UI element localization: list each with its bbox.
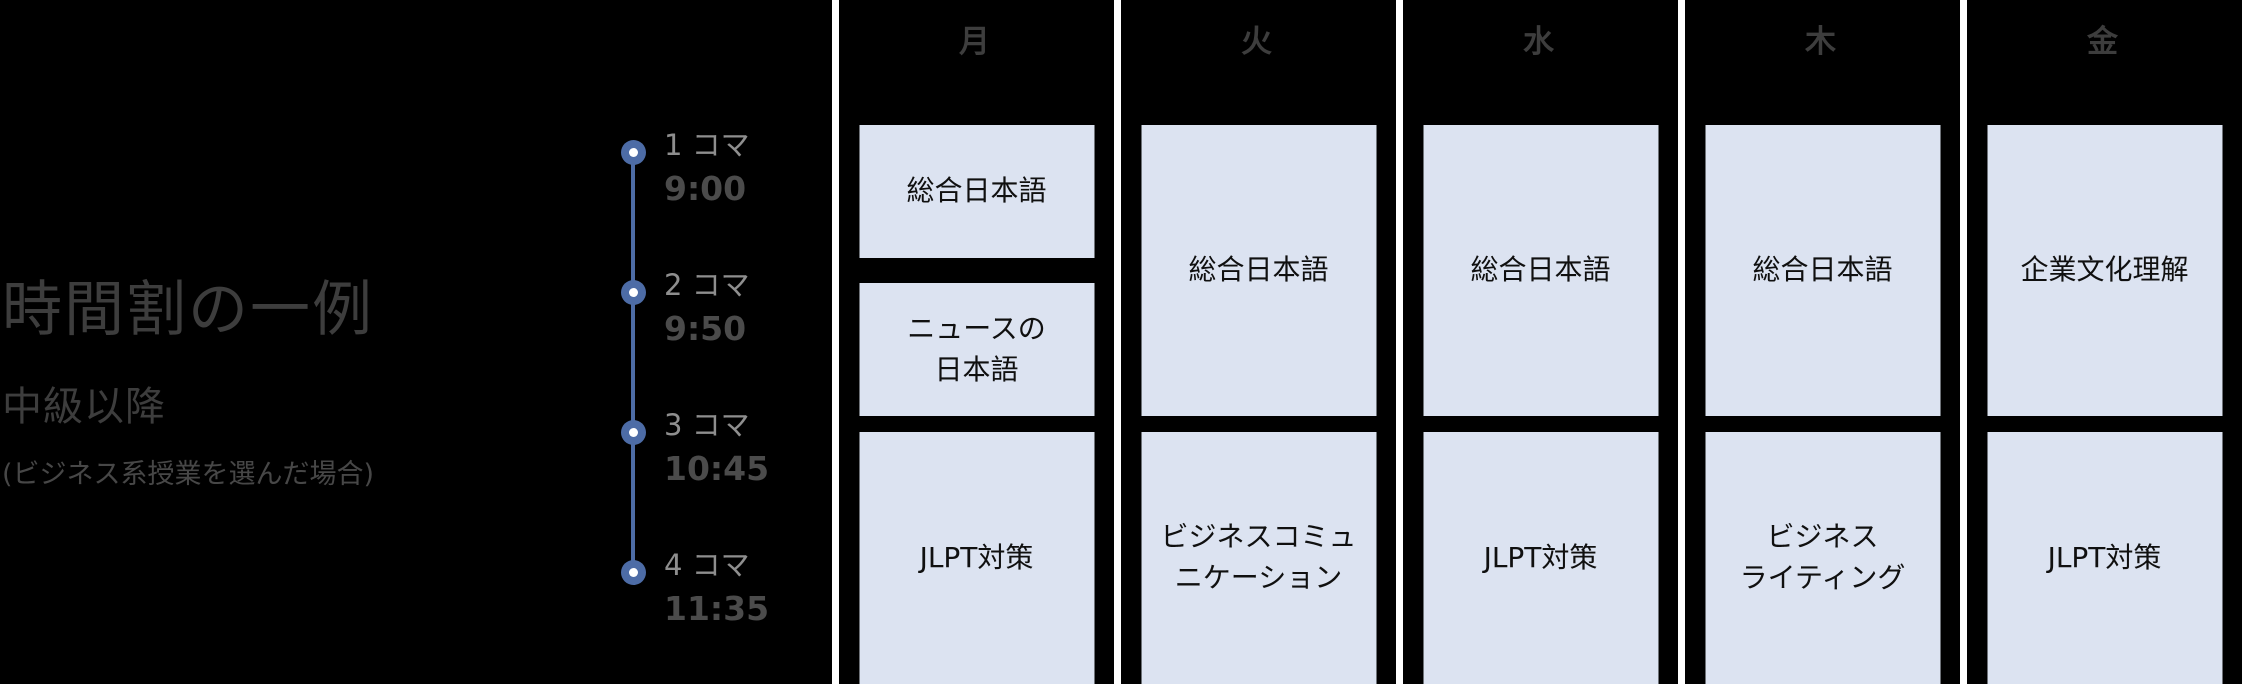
class-cell: JLPT対策 (1423, 432, 1658, 684)
page-note: (ビジネス系授業を選んだ場合) (2, 459, 375, 490)
period-time: 9:50 (664, 308, 747, 348)
page-title: 時間割の一例 (2, 275, 374, 345)
timeline-dot-core (629, 288, 638, 297)
timeline-dot-core (629, 568, 638, 577)
day-header-mon: 月 (959, 24, 994, 60)
day-column-tue: 火総合日本語ビジネスコミュ ニケーション (1114, 0, 1396, 684)
period-timeline: 1 コマ 9:00 2 コマ 9:50 3 コマ 10:45 4 コマ 11:35 (600, 0, 835, 684)
timeline-item: 2 コマ 9:50 (600, 268, 835, 347)
page-subtitle: 中級以降 (2, 384, 166, 430)
class-cell: 企業文化理解 (1987, 125, 2222, 416)
period-label: 4 コマ (664, 548, 750, 582)
period-time: 10:45 (664, 448, 770, 488)
class-cell: 総合日本語 (1705, 125, 1940, 416)
day-header-wed: 水 (1523, 24, 1558, 60)
class-cell: 総合日本語 (1141, 125, 1376, 416)
class-cell: JLPT対策 (1987, 432, 2222, 684)
timeline-dot-icon (621, 280, 646, 305)
period-label: 3 コマ (664, 408, 750, 442)
timeline-line (631, 154, 635, 574)
class-cell: 総合日本語 (1423, 125, 1658, 416)
timeline-dot-icon (621, 140, 646, 165)
timeline-dot-core (629, 428, 638, 437)
day-header-fri: 金 (2087, 24, 2122, 60)
day-header-thu: 木 (1805, 24, 1840, 60)
timeline-item: 4 コマ 11:35 (600, 548, 835, 627)
period-label: 1 コマ (664, 128, 750, 162)
day-header-tue: 火 (1241, 24, 1276, 60)
class-cell: ビジネスコミュ ニケーション (1141, 432, 1376, 684)
timeline-dot-icon (621, 560, 646, 585)
class-cell: JLPT対策 (859, 432, 1094, 684)
timeline-dot-icon (621, 420, 646, 445)
day-column-thu: 木総合日本語ビジネス ライティング (1678, 0, 1960, 684)
timeline-item: 1 コマ 9:00 (600, 128, 835, 207)
timeline-dot-core (629, 148, 638, 157)
class-cell: 総合日本語 (859, 125, 1094, 258)
class-cell: ニュースの 日本語 (859, 283, 1094, 416)
day-column-mon: 月総合日本語ニュースの 日本語 JLPT対策 (832, 0, 1114, 684)
timeline-item: 3 コマ 10:45 (600, 408, 835, 487)
period-time: 11:35 (664, 588, 770, 628)
period-time: 9:00 (664, 168, 747, 208)
period-label: 2 コマ (664, 268, 750, 302)
class-cell: ビジネス ライティング (1705, 432, 1940, 684)
intro-block: 時間割の一例 中級以降 (ビジネス系授業を選んだ場合) (2, 274, 374, 491)
